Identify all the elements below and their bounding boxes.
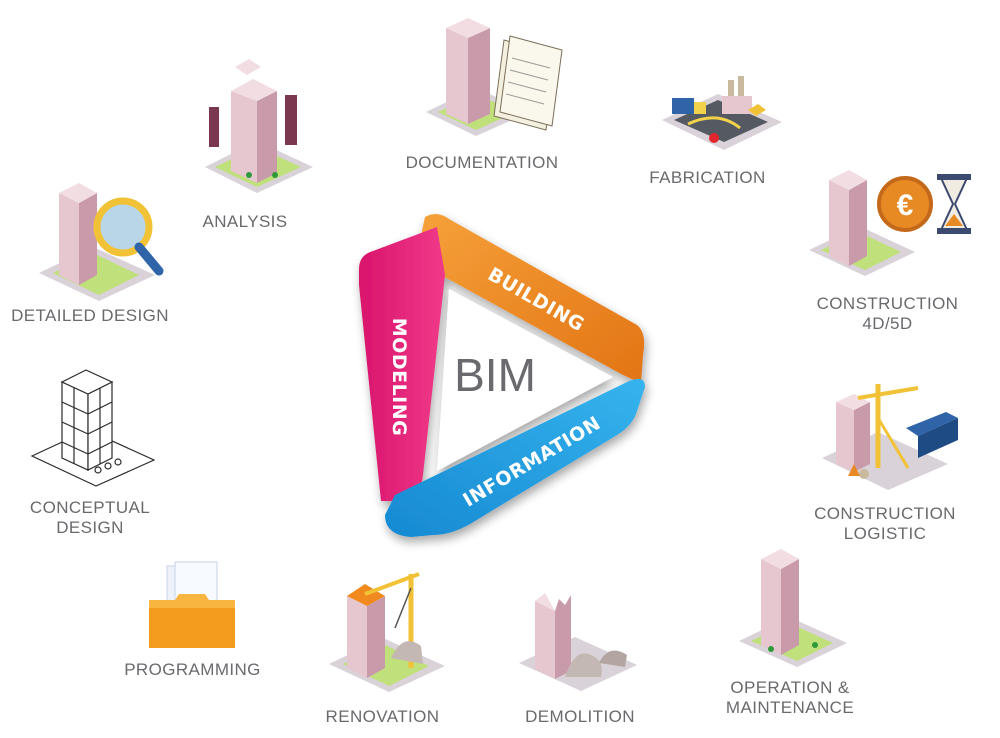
stage-label-construction-4d5d: CONSTRUCTION 4D/5D (805, 294, 970, 334)
building-with-crane-icon (329, 572, 445, 692)
truck-and-factory-icon (662, 76, 782, 150)
stage-label-line1: OPERATION & (730, 678, 850, 697)
stage-label-operation-maintenance: OPERATION & MAINTENANCE (715, 678, 865, 718)
stage-label-line1: CONCEPTUAL (29, 498, 151, 517)
modeling-band-label: MODELING (388, 318, 410, 436)
folder-icon (149, 561, 235, 648)
building-crane-container-icon (822, 384, 958, 490)
stage-label-analysis: ANALYSIS (202, 212, 288, 231)
stage-label-programming: PROGRAMMING (124, 660, 261, 679)
stage-label-renovation: RENOVATION (325, 707, 440, 726)
bim-triangle: BUILDING MODELING INFORMATION BIM (359, 213, 645, 537)
tall-building-icon (739, 549, 847, 667)
stage-label-line2: 4D/5D (862, 314, 913, 333)
svg-text:€: € (897, 189, 914, 222)
stage-label-line2: DESIGN (56, 518, 124, 537)
stage-label-line2: MAINTENANCE (725, 698, 855, 717)
stage-label-line2: LOGISTIC (843, 524, 927, 543)
stage-label-documentation: DOCUMENTATION (405, 153, 559, 172)
building-euro-hourglass-icon: € (809, 170, 971, 276)
modeling-band (359, 227, 445, 501)
bim-title: BIM (454, 349, 536, 401)
building-band (415, 213, 645, 383)
stage-label-construction-logistic: CONSTRUCTION LOGISTIC (800, 504, 970, 544)
demolished-building-icon (519, 593, 637, 691)
building-magnifier-icon (39, 183, 164, 301)
building-with-documents-icon (426, 18, 563, 136)
stage-label-detailed-design: DETAILED DESIGN (11, 306, 169, 325)
euro-coin (877, 176, 933, 232)
stage-label-demolition: DEMOLITION (525, 707, 635, 726)
stage-label-line1: CONSTRUCTION (816, 294, 959, 313)
stage-label-line1: CONSTRUCTION (814, 504, 956, 523)
exploded-building-icon (205, 59, 313, 193)
stage-label-conceptual-design: CONCEPTUAL DESIGN (10, 498, 170, 538)
stage-label-fabrication: FABRICATION (649, 168, 766, 187)
information-band (385, 378, 645, 537)
wireframe-building-icon (30, 369, 156, 487)
